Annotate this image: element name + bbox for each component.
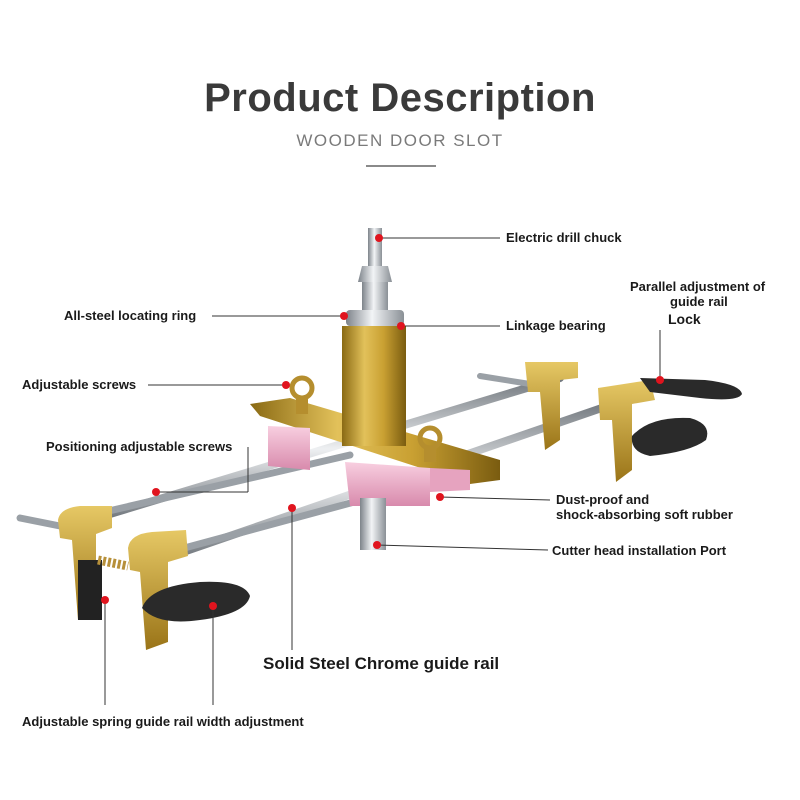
label-positioning-screws: Positioning adjustable screws bbox=[46, 439, 233, 454]
callout-markers bbox=[101, 234, 664, 610]
marker-positioning-screws bbox=[152, 488, 160, 496]
label-cutter-head: Cutter head installation Port bbox=[552, 543, 727, 558]
eye-bolts bbox=[289, 375, 443, 462]
marker-dust-proof bbox=[436, 493, 444, 501]
clamp-right-back bbox=[525, 362, 578, 450]
knob-left bbox=[142, 581, 250, 622]
label-parallel-adjust-2: guide rail bbox=[670, 294, 728, 309]
label-dust-proof-2: shock-absorbing soft rubber bbox=[556, 507, 733, 522]
lock-lever bbox=[640, 378, 742, 400]
label-lock: Lock bbox=[668, 311, 701, 327]
marker-spring-right bbox=[209, 602, 217, 610]
marker-linkage-bearing bbox=[397, 322, 405, 330]
hex-nut bbox=[358, 266, 392, 282]
page-title: Product Description bbox=[204, 76, 596, 120]
marker-spring-left bbox=[101, 596, 109, 604]
brass-housing bbox=[342, 326, 406, 446]
rubber-pad-left bbox=[78, 560, 102, 620]
clamp-left-front bbox=[97, 530, 250, 650]
marker-cutter-head bbox=[373, 541, 381, 549]
spring bbox=[97, 555, 129, 571]
marker-drill-chuck bbox=[375, 234, 383, 242]
label-locating-ring: All-steel locating ring bbox=[64, 308, 197, 323]
label-dust-proof-1: Dust-proof and bbox=[556, 492, 650, 507]
label-drill-chuck: Electric drill chuck bbox=[506, 230, 622, 245]
leader-lines bbox=[104, 237, 661, 705]
label-adjustable-screws: Adjustable screws bbox=[22, 377, 137, 392]
marker-locating-ring bbox=[340, 312, 348, 320]
title-divider bbox=[366, 165, 436, 167]
drill-chuck-shaft bbox=[368, 228, 382, 268]
label-linkage-bearing: Linkage bearing bbox=[506, 318, 606, 333]
cutter-port bbox=[360, 498, 386, 550]
label-spring-adjust: Adjustable spring guide rail width adjus… bbox=[22, 714, 304, 729]
spindle-assembly bbox=[342, 228, 406, 550]
label-parallel-adjust-1: Parallel adjustment of bbox=[630, 279, 766, 294]
locating-ring bbox=[346, 310, 404, 326]
marker-lock bbox=[656, 376, 664, 384]
rubber-blocks bbox=[268, 426, 470, 506]
marker-guide-rail bbox=[288, 504, 296, 512]
clamp-right-front bbox=[598, 378, 742, 482]
clamp-left-back bbox=[58, 506, 112, 620]
knob-right bbox=[631, 417, 708, 456]
page-subtitle: WOODEN DOOR SLOT bbox=[296, 131, 504, 150]
marker-adjustable-screws bbox=[282, 381, 290, 389]
label-guide-rail: Solid Steel Chrome guide rail bbox=[263, 654, 500, 673]
